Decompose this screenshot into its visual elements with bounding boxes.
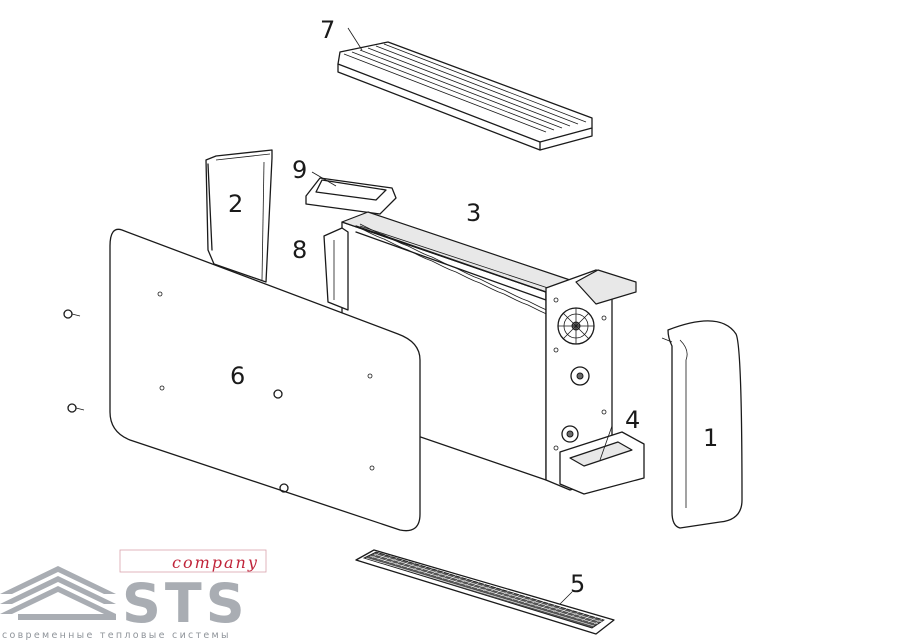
callout-9: 9 (292, 156, 307, 184)
grille-slot (517, 596, 527, 602)
grille-slot (523, 597, 532, 604)
grille-slot (482, 585, 492, 592)
logo-subtitle-text: современные тепловые системы (2, 630, 231, 641)
grille-slot (424, 568, 433, 574)
part-8-inner-bracket (323, 227, 349, 311)
grille-slot (552, 606, 562, 613)
grille-slot (365, 550, 375, 557)
grille-slot (506, 592, 515, 599)
logo-brand-text: STS (122, 572, 249, 635)
part-7-heat-exchanger (337, 27, 593, 151)
grille-slot (395, 559, 404, 565)
grille-slot (447, 575, 456, 581)
grille-slot (371, 552, 380, 558)
grille-slot (529, 599, 538, 606)
grille-slot (436, 571, 445, 578)
callout-5: 5 (570, 570, 585, 598)
grille-slot (471, 582, 480, 588)
logo-roof-icon (0, 566, 116, 620)
callout-7: 7 (320, 16, 335, 44)
grille-slot (593, 618, 603, 625)
sts-logo: company STS современные тепловые системы (0, 549, 267, 641)
motor-icon (570, 366, 590, 386)
part-2-side-bracket (205, 149, 273, 283)
part-6-front-panel (63, 228, 421, 532)
grille-slot (512, 594, 521, 600)
grille-slot (500, 590, 509, 597)
grille-slot (389, 557, 398, 564)
grille-slot (383, 556, 392, 562)
grille-slot (547, 604, 556, 611)
grille-slot (377, 554, 386, 560)
grille-slot (430, 569, 439, 576)
part-5-bottom-grille (355, 549, 615, 635)
callout-labels: 7 2 9 3 8 6 4 1 5 (228, 16, 718, 598)
grille-slot (418, 566, 427, 572)
grille-slot (441, 573, 451, 579)
grille-slot (588, 617, 597, 623)
callout-4: 4 (625, 406, 640, 434)
part-1-end-cap (661, 320, 743, 529)
grille-slot (476, 583, 486, 590)
grille-slot (570, 611, 579, 618)
grille-slot (558, 608, 568, 614)
grille-slot (453, 576, 462, 583)
grille-slot (412, 564, 421, 571)
grille-slot (400, 561, 410, 567)
coil-texture (359, 223, 553, 317)
fan-wheel-icon (557, 307, 595, 345)
grille-slot (494, 589, 503, 595)
callout-8: 8 (292, 236, 307, 264)
part-9-top-cover (305, 171, 397, 215)
grille-slot (541, 603, 550, 609)
callout-2: 2 (228, 190, 243, 218)
part-4-drain-tray (559, 425, 645, 495)
panel-screw-icon (63, 309, 289, 493)
logo-company-text: company (172, 553, 259, 572)
grille-slot (406, 562, 416, 569)
grille-slot (488, 587, 497, 593)
callout-6: 6 (230, 362, 245, 390)
grille-slot (535, 601, 544, 607)
grille-slot (465, 580, 474, 586)
valve-icon (561, 425, 579, 443)
callout-3: 3 (466, 199, 481, 227)
grille-slot (459, 578, 468, 585)
grille-slot (582, 615, 591, 621)
callout-1: 1 (703, 424, 718, 452)
grille-slot (576, 613, 585, 619)
grille-slot (564, 610, 573, 616)
